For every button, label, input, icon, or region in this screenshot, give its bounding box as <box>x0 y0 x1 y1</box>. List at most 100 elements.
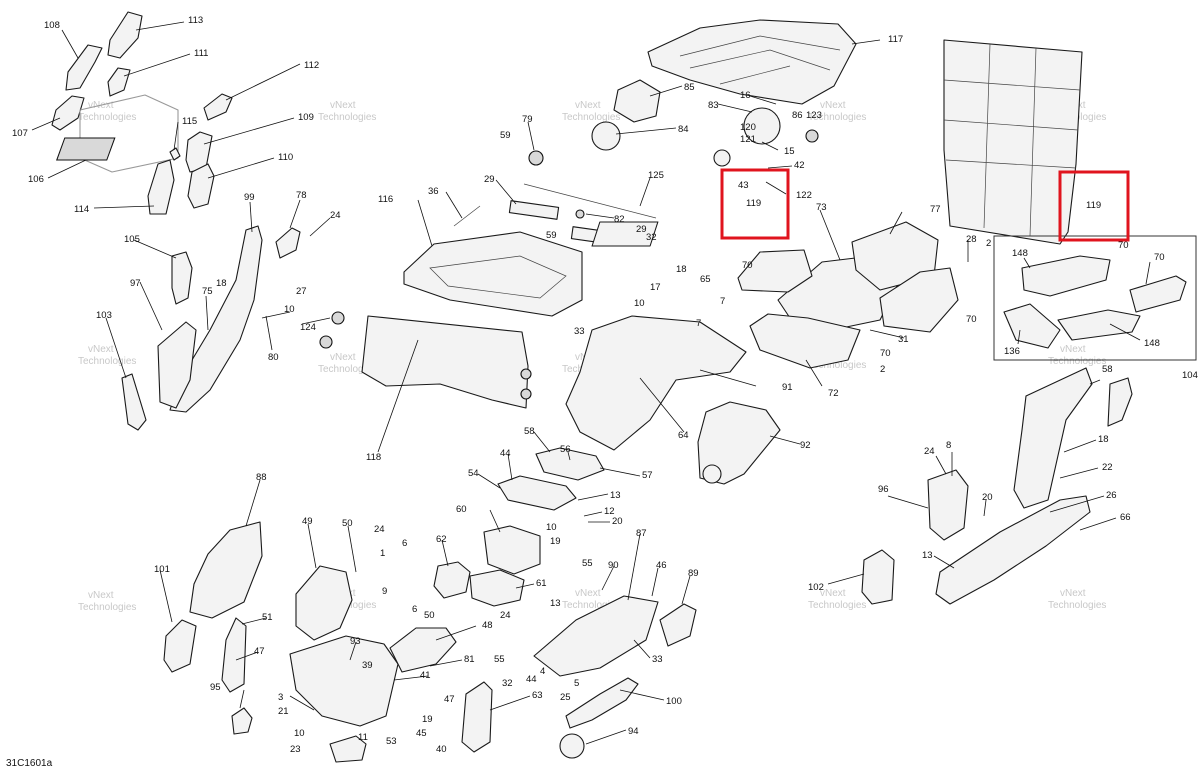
callout-36[interactable]: 36 <box>428 186 439 197</box>
callout-25[interactable]: 25 <box>560 692 571 703</box>
callout-85[interactable]: 85 <box>684 82 695 93</box>
callout-20b[interactable]: 20 <box>612 516 623 527</box>
callout-32a[interactable]: 32 <box>646 232 657 243</box>
callout-10c[interactable]: 10 <box>546 522 557 533</box>
callout-15[interactable]: 15 <box>784 146 795 157</box>
callout-45[interactable]: 45 <box>416 728 427 739</box>
callout-84[interactable]: 84 <box>678 124 689 135</box>
callout-13b[interactable]: 13 <box>610 490 621 501</box>
callout-18c[interactable]: 18 <box>1098 434 1109 445</box>
callout-55a[interactable]: 55 <box>582 558 593 569</box>
callout-49[interactable]: 49 <box>302 516 313 527</box>
callout-79[interactable]: 79 <box>522 114 533 125</box>
callout-42[interactable]: 42 <box>794 160 805 171</box>
callout-105[interactable]: 105 <box>124 234 140 245</box>
callout-54[interactable]: 54 <box>468 468 479 479</box>
callout-17[interactable]: 17 <box>650 282 661 293</box>
callout-70d[interactable]: 70 <box>966 314 977 325</box>
callout-57[interactable]: 57 <box>642 470 653 481</box>
callout-24c[interactable]: 24 <box>374 524 385 535</box>
callout-58a[interactable]: 58 <box>524 426 535 437</box>
callout-20a[interactable]: 20 <box>982 492 993 503</box>
callout-106[interactable]: 106 <box>28 174 44 185</box>
callout-29b[interactable]: 29 <box>636 224 647 235</box>
callout-59a[interactable]: 59 <box>500 130 511 141</box>
callout-112[interactable]: 112 <box>304 60 319 71</box>
callout-6a[interactable]: 6 <box>402 538 407 549</box>
callout-44b[interactable]: 44 <box>526 674 537 685</box>
callout-64[interactable]: 64 <box>678 430 689 441</box>
callout-53[interactable]: 53 <box>386 736 397 747</box>
callout-11[interactable]: 11 <box>358 732 368 743</box>
callout-2b[interactable]: 2 <box>880 364 885 375</box>
callout-124[interactable]: 124 <box>300 322 316 333</box>
callout-117[interactable]: 117 <box>888 34 903 45</box>
callout-116[interactable]: 116 <box>378 194 393 205</box>
callout-18a[interactable]: 18 <box>216 278 227 289</box>
callout-46[interactable]: 46 <box>656 560 667 571</box>
callout-40[interactable]: 40 <box>436 744 447 755</box>
callout-19a[interactable]: 19 <box>550 536 561 547</box>
callout-63[interactable]: 63 <box>532 690 543 701</box>
callout-31[interactable]: 31 <box>898 334 909 345</box>
callout-125[interactable]: 125 <box>648 170 664 181</box>
callout-122[interactable]: 122 <box>796 190 812 201</box>
callout-70a[interactable]: 70 <box>1118 240 1129 251</box>
callout-119b[interactable]: 119 <box>1086 200 1101 211</box>
callout-102[interactable]: 102 <box>808 582 824 593</box>
callout-50a[interactable]: 50 <box>342 518 353 529</box>
callout-107[interactable]: 107 <box>12 128 28 139</box>
callout-70e[interactable]: 70 <box>880 348 891 359</box>
callout-22[interactable]: 22 <box>1102 462 1113 473</box>
callout-92[interactable]: 92 <box>800 440 811 451</box>
callout-136[interactable]: 136 <box>1004 346 1020 357</box>
callout-60[interactable]: 60 <box>456 504 467 515</box>
callout-24d[interactable]: 24 <box>500 610 511 621</box>
callout-83[interactable]: 83 <box>708 100 719 111</box>
callout-44a[interactable]: 44 <box>500 448 511 459</box>
callout-21[interactable]: 21 <box>278 706 289 717</box>
callout-121[interactable]: 121 <box>740 134 756 145</box>
callout-96[interactable]: 96 <box>878 484 889 495</box>
callout-27[interactable]: 27 <box>296 286 307 297</box>
callout-101[interactable]: 101 <box>154 564 170 575</box>
callout-119a[interactable]: 119 <box>746 198 761 209</box>
callout-86[interactable]: 86 <box>792 110 803 121</box>
callout-41[interactable]: 41 <box>420 670 431 681</box>
callout-19b[interactable]: 19 <box>422 714 433 725</box>
callout-28[interactable]: 28 <box>966 234 977 245</box>
callout-13c[interactable]: 13 <box>550 598 561 609</box>
callout-75[interactable]: 75 <box>202 286 213 297</box>
callout-10a[interactable]: 10 <box>284 304 295 315</box>
callout-108[interactable]: 108 <box>44 20 60 31</box>
callout-148b[interactable]: 148 <box>1144 338 1160 349</box>
callout-72[interactable]: 72 <box>828 388 839 399</box>
callout-47a[interactable]: 47 <box>254 646 265 657</box>
callout-32b[interactable]: 32 <box>502 678 513 689</box>
callout-81[interactable]: 81 <box>464 654 475 665</box>
callout-7a[interactable]: 7 <box>720 296 725 307</box>
callout-61[interactable]: 61 <box>536 578 547 589</box>
callout-4[interactable]: 4 <box>540 666 545 677</box>
callout-10b[interactable]: 10 <box>634 298 645 309</box>
callout-118[interactable]: 118 <box>366 452 381 463</box>
callout-24a[interactable]: 24 <box>330 210 341 221</box>
callout-10d[interactable]: 10 <box>294 728 305 739</box>
callout-114[interactable]: 114 <box>74 204 89 215</box>
callout-8[interactable]: 8 <box>946 440 951 451</box>
callout-33b[interactable]: 33 <box>652 654 663 665</box>
callout-39[interactable]: 39 <box>362 660 373 671</box>
callout-13a[interactable]: 13 <box>922 550 933 561</box>
callout-7b[interactable]: 7 <box>696 318 701 329</box>
callout-9[interactable]: 9 <box>382 586 387 597</box>
callout-99[interactable]: 99 <box>244 192 255 203</box>
callout-97[interactable]: 97 <box>130 278 141 289</box>
callout-89[interactable]: 89 <box>688 568 699 579</box>
callout-56[interactable]: 56 <box>560 444 571 455</box>
callout-109[interactable]: 109 <box>298 112 314 123</box>
callout-120[interactable]: 120 <box>740 122 756 133</box>
callout-104[interactable]: 104 <box>1182 370 1198 381</box>
callout-94[interactable]: 94 <box>628 726 639 737</box>
callout-5[interactable]: 5 <box>574 678 579 689</box>
callout-95[interactable]: 95 <box>210 682 221 693</box>
